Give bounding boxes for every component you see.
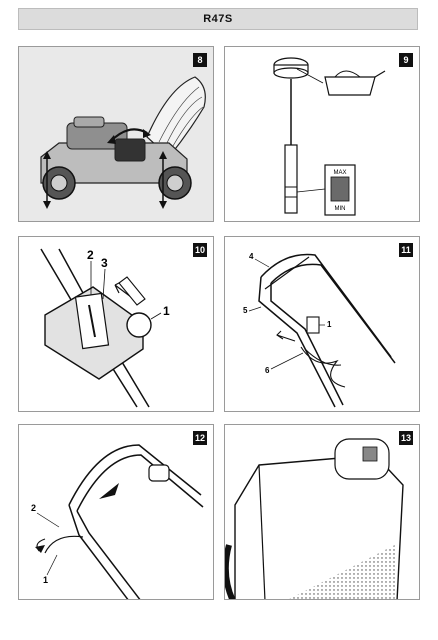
callout-1: 1 — [163, 304, 170, 318]
figure-13-illustration — [225, 438, 404, 599]
figure-9-illustration: MAX MIN — [273, 57, 386, 216]
callout-2: 2 — [87, 248, 94, 262]
figure-10-panel: 10 2 3 1 — [18, 236, 214, 412]
callout-1: 1 — [327, 320, 332, 329]
figure-11-number: 11 — [399, 243, 413, 257]
figure-12-number: 12 — [193, 431, 207, 445]
figure-13-panel: 13 — [224, 424, 420, 600]
figure-12-panel: 12 2 1 — [18, 424, 214, 600]
callout-5: 5 — [243, 306, 248, 315]
figure-10-number: 10 — [193, 243, 207, 257]
figure-13-number: 13 — [399, 431, 413, 445]
callout-4: 4 — [249, 252, 254, 261]
callout-2: 2 — [31, 503, 36, 513]
callout-1: 1 — [43, 575, 48, 585]
figure-8-panel: 8 — [18, 46, 214, 222]
figure-11-illustration: 4 5 1 6 — [243, 252, 396, 408]
figure-8-number: 8 — [193, 53, 207, 67]
min-level-label: MIN — [335, 206, 346, 212]
max-level-label: MAX — [333, 170, 346, 176]
figure-12-illustration: 2 1 — [31, 444, 204, 599]
header-bar: R47S — [18, 8, 418, 30]
figure-9-number: 9 — [399, 53, 413, 67]
figure-10-illustration: 2 3 1 — [40, 248, 170, 408]
page-title: R47S — [203, 13, 233, 25]
callout-6: 6 — [265, 366, 270, 375]
callout-3: 3 — [101, 256, 108, 270]
figure-11-panel: 11 4 5 1 6 — [224, 236, 420, 412]
figure-8-illustration — [40, 76, 206, 209]
figure-9-panel: 9 MAX MIN — [224, 46, 420, 222]
